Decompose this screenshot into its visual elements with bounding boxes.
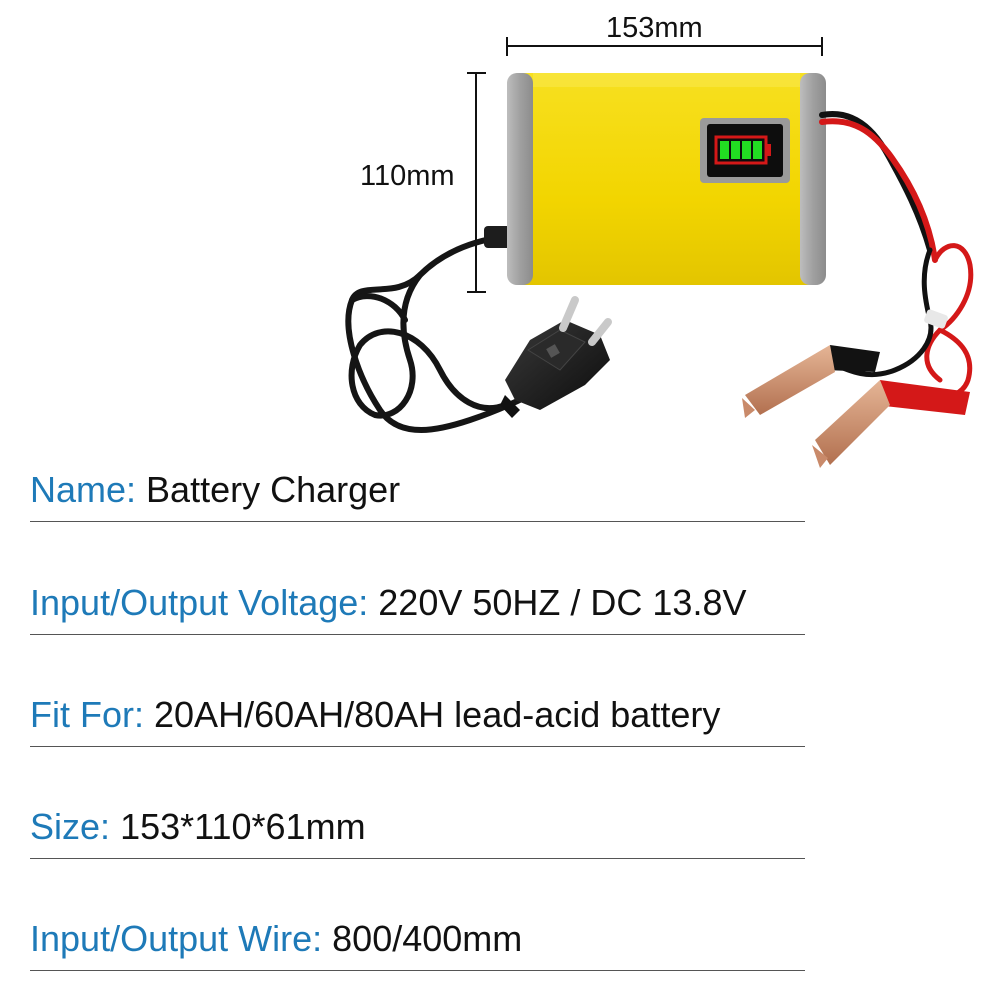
width-dimension-label: 153mm (606, 12, 703, 44)
product-image (345, 37, 974, 468)
spec-row-fit-for: Fit For: 20AH/60AH/80AH lead-acid batter… (30, 687, 805, 747)
spec-key: Fit For: (30, 694, 144, 735)
spec-value: 220V 50HZ / DC 13.8V (378, 582, 747, 623)
spec-value: 20AH/60AH/80AH lead-acid battery (154, 694, 721, 735)
height-dimension-line (467, 72, 486, 293)
red-clamp (812, 380, 970, 468)
cord-strain-relief (484, 226, 512, 248)
power-cord (345, 233, 533, 433)
black-clamp (742, 345, 880, 418)
cable-junction (924, 309, 948, 329)
height-dimension-label: 110mm (360, 160, 455, 192)
width-dimension-line (506, 37, 823, 56)
spec-key: Size: (30, 806, 111, 847)
spec-key: Name: (30, 469, 137, 510)
spec-value: Battery Charger (146, 469, 401, 510)
spec-row-size: Size: 153*110*61mm (30, 799, 805, 859)
euro-plug (500, 296, 612, 418)
spec-value: 153*110*61mm (120, 806, 366, 847)
spec-row-voltage: Input/Output Voltage: 220V 50HZ / DC 13.… (30, 575, 805, 635)
spec-row-name: Name: Battery Charger (30, 462, 805, 522)
spec-value: 800/400mm (332, 918, 523, 959)
spec-key: Input/Output Wire: (30, 918, 323, 959)
spec-row-wire: Input/Output Wire: 800/400mm (30, 911, 805, 971)
battery-indicator-display (700, 118, 790, 183)
spec-key: Input/Output Voltage: (30, 582, 369, 623)
